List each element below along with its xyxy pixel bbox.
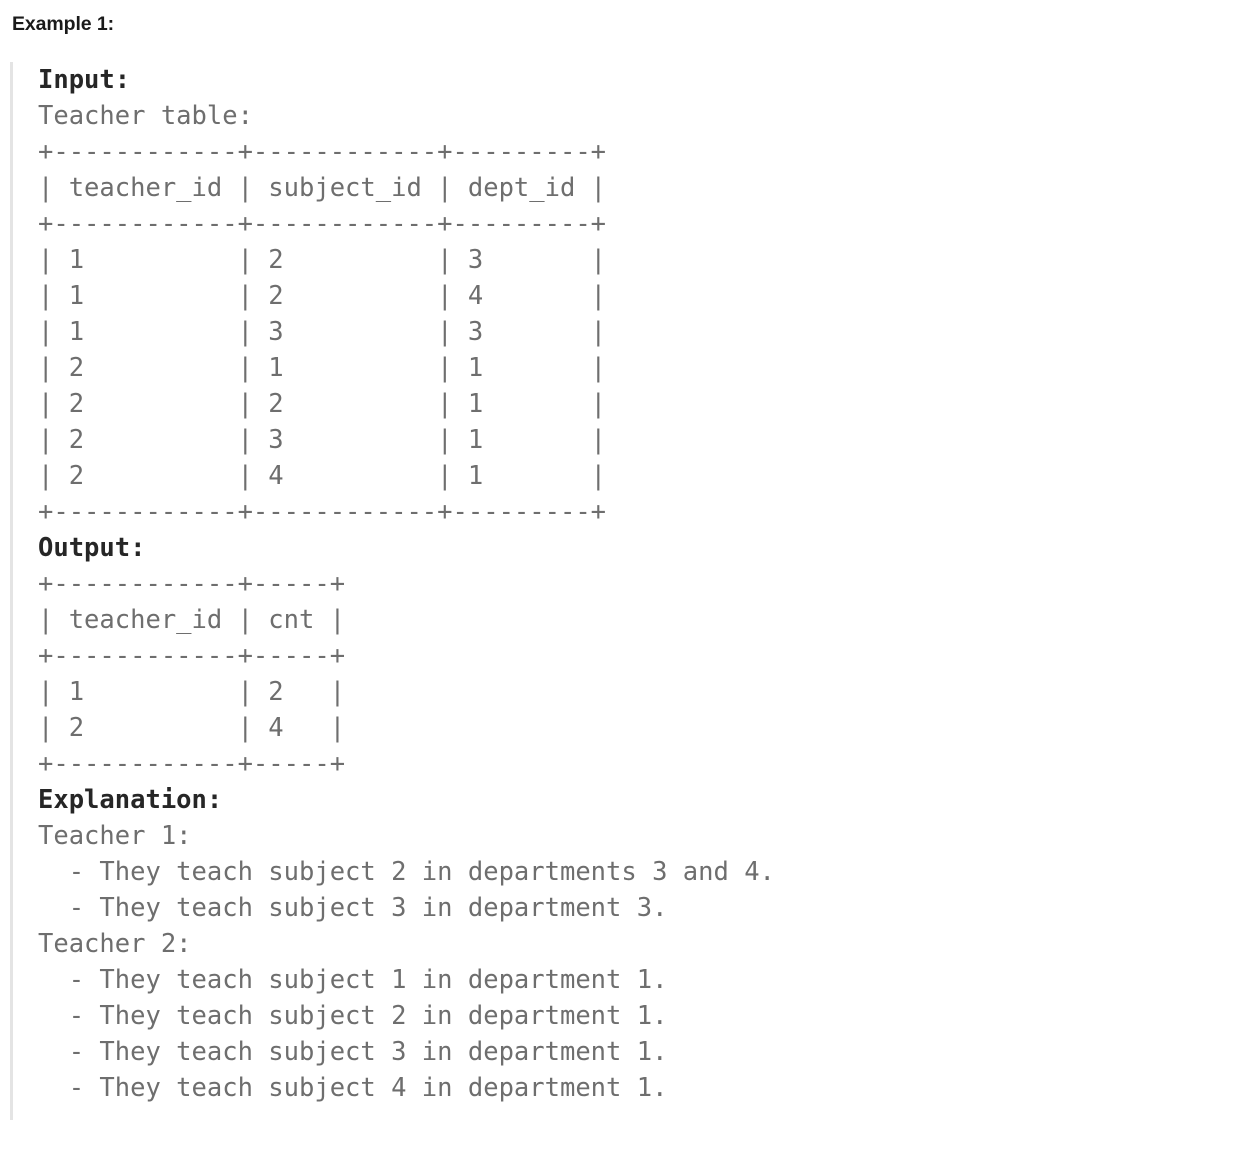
table-row: | 1 | 2 | 3 | <box>38 245 607 275</box>
explanation-line: - They teach subject 3 in department 3. <box>38 893 668 923</box>
explanation-line: - They teach subject 2 in department 1. <box>38 1001 668 1031</box>
input-table-top-border: +------------+------------+---------+ <box>38 137 607 167</box>
table-row: | 1 | 2 | <box>38 677 346 707</box>
explanation-line: - They teach subject 4 in department 1. <box>38 1073 668 1103</box>
output-table-top-border: +------------+-----+ <box>38 569 346 599</box>
table-row: | 1 | 3 | 3 | <box>38 317 607 347</box>
explanation-line: - They teach subject 3 in department 1. <box>38 1037 668 1067</box>
example-blockquote: Input: Teacher table: +------------+----… <box>10 62 1210 1120</box>
output-table-header-border: +------------+-----+ <box>38 641 346 671</box>
input-table-caption: Teacher table: <box>38 101 253 131</box>
table-row: | 2 | 4 | <box>38 713 346 743</box>
explanation-line: - They teach subject 1 in department 1. <box>38 965 668 995</box>
table-row: | 2 | 2 | 1 | <box>38 389 607 419</box>
table-row: | 2 | 4 | 1 | <box>38 461 607 491</box>
input-table-header: | teacher_id | subject_id | dept_id | <box>38 173 607 203</box>
output-table-header: | teacher_id | cnt | <box>38 605 346 635</box>
output-label: Output: <box>38 533 146 563</box>
explanation-line: Teacher 2: <box>38 929 192 959</box>
example-heading: Example 1: <box>12 13 114 35</box>
explanation-line: - They teach subject 2 in departments 3 … <box>38 857 775 887</box>
example-content: Input: Teacher table: +------------+----… <box>38 62 1210 1106</box>
table-row: | 2 | 1 | 1 | <box>38 353 607 383</box>
explanation-line: Teacher 1: <box>38 821 192 851</box>
input-table-bottom-border: +------------+------------+---------+ <box>38 497 607 527</box>
explanation-label: Explanation: <box>38 785 223 815</box>
input-table-header-border: +------------+------------+---------+ <box>38 209 607 239</box>
input-label: Input: <box>38 65 131 95</box>
table-row: | 1 | 2 | 4 | <box>38 281 607 311</box>
table-row: | 2 | 3 | 1 | <box>38 425 607 455</box>
output-table-bottom-border: +------------+-----+ <box>38 749 346 779</box>
